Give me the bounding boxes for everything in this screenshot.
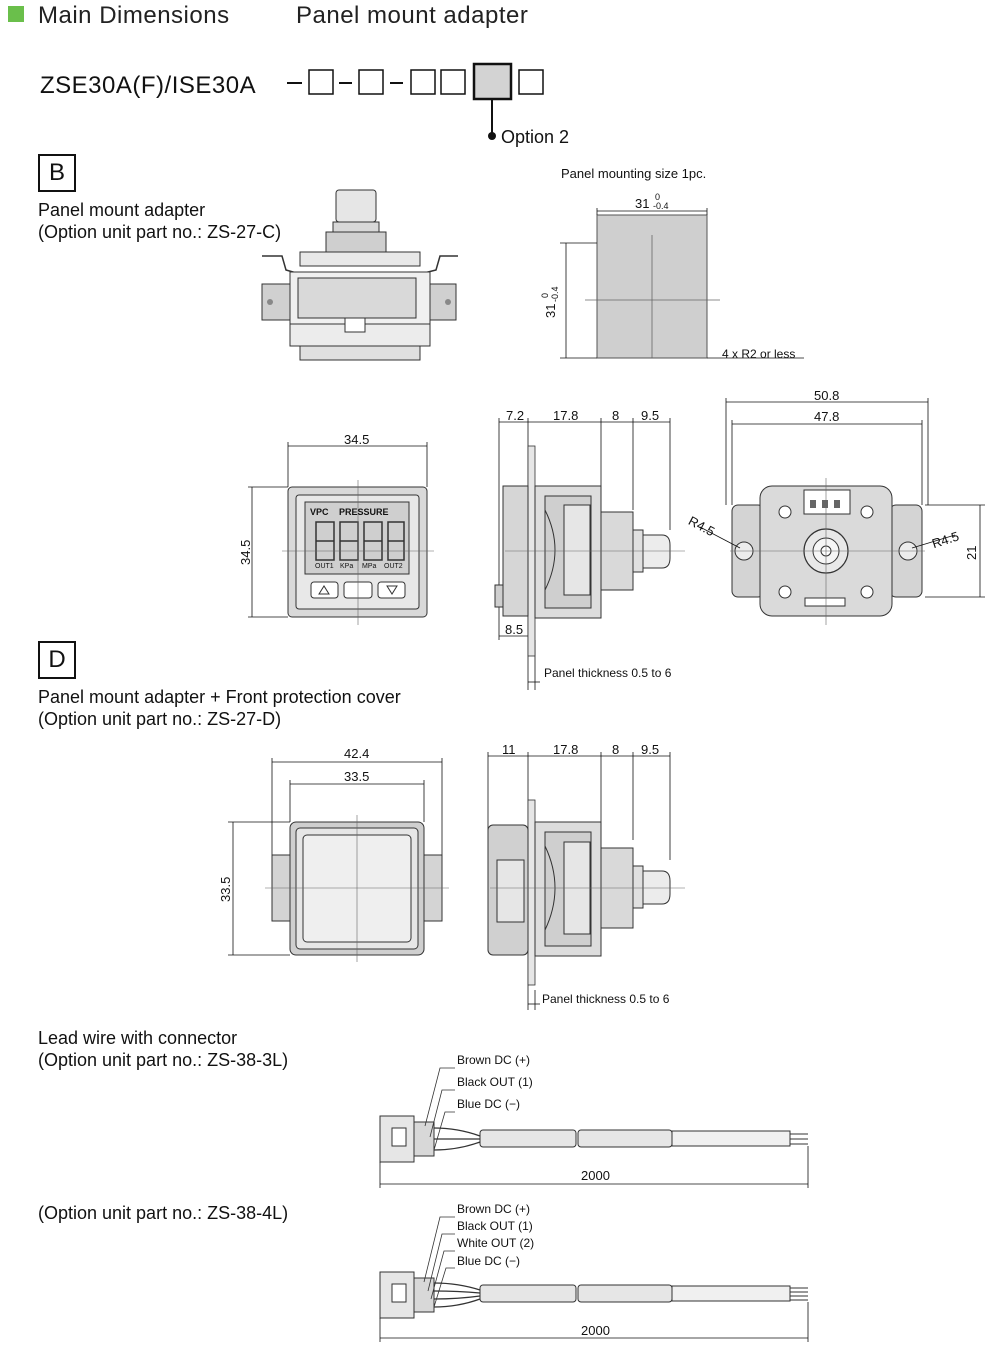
rear-width-outer-dim: 50.8 [814,388,840,403]
cover-side-dim-4: 9.5 [641,742,660,757]
page-subtitle: Panel mount adapter [296,2,529,29]
display-label-mpa: MPa [362,563,377,570]
part-code: ZSE30A(F)/ISE30A [40,72,257,99]
cover-width-outer-dim: 42.4 [344,746,370,761]
section-b-badge: B [38,154,76,192]
wire-3l-length: 2000 [581,1168,610,1183]
side-dim-1: 7.2 [506,408,525,423]
page-title: Main Dimensions [38,2,230,29]
side-bottom-dim: 8.5 [505,622,524,637]
lead-wire-subtitle-4l: (Option unit part no.: ZS-38-4L) [38,1203,289,1223]
panel-thickness-b: Panel thickness 0.5 to 6 [544,666,672,680]
display-title: PRESSURE [339,507,389,517]
section-d-badge: D [38,641,76,679]
wire-3l-black: Black OUT (1) [457,1075,533,1089]
rear-width-inner-dim: 47.8 [814,409,840,424]
section-d-subtitle: (Option unit part no.: ZS-27-D) [38,709,282,729]
section-d-title: Panel mount adapter + Front protection c… [38,687,401,707]
display-label-out1: OUT1 [315,563,334,570]
cover-side-dim-2: 17.8 [553,742,579,757]
lead-wire-title: Lead wire with connector [38,1028,238,1048]
cover-side-dim-3: 8 [612,742,620,757]
wire-4l-blue: Blue DC (−) [457,1254,521,1268]
section-marker [8,6,24,22]
wire-4l-white: White OUT (2) [457,1236,535,1250]
side-dim-3: 8 [612,408,620,423]
corner-note: 4 x R2 or less [722,347,796,361]
panel-thickness-d: Panel thickness 0.5 to 6 [542,992,670,1006]
wire-4l-black: Black OUT (1) [457,1219,533,1233]
display-label-out2: OUT2 [384,563,403,570]
cutout-width-tol-lower: -0.4 [653,201,669,211]
section-b-subtitle: (Option unit part no.: ZS-27-C) [38,222,282,242]
lead-wire-subtitle-3l: (Option unit part no.: ZS-38-3L) [38,1050,289,1070]
wire-3l-blue: Blue DC (−) [457,1097,521,1111]
display-brand: VPC [310,507,329,517]
wire-4l-brown: Brown DC (+) [457,1202,531,1216]
panel-size-title: Panel mounting size 1pc. [561,166,707,181]
cutout-width-dim: 31 [635,196,650,211]
front-width-dim: 34.5 [344,432,370,447]
cover-side-dim-1: 11 [502,742,516,757]
wire-4l-length: 2000 [581,1323,610,1338]
cover-width-inner-dim: 33.5 [344,769,370,784]
wire-3l-brown: Brown DC (+) [457,1053,531,1067]
option-label: Option 2 [501,127,570,147]
display-label-kpa: KPa [340,563,354,570]
side-dim-4: 9.5 [641,408,660,423]
side-dim-2: 17.8 [553,408,579,423]
section-b-title: Panel mount adapter [38,200,206,220]
cutout-width-tol-upper: 0 [655,192,661,202]
